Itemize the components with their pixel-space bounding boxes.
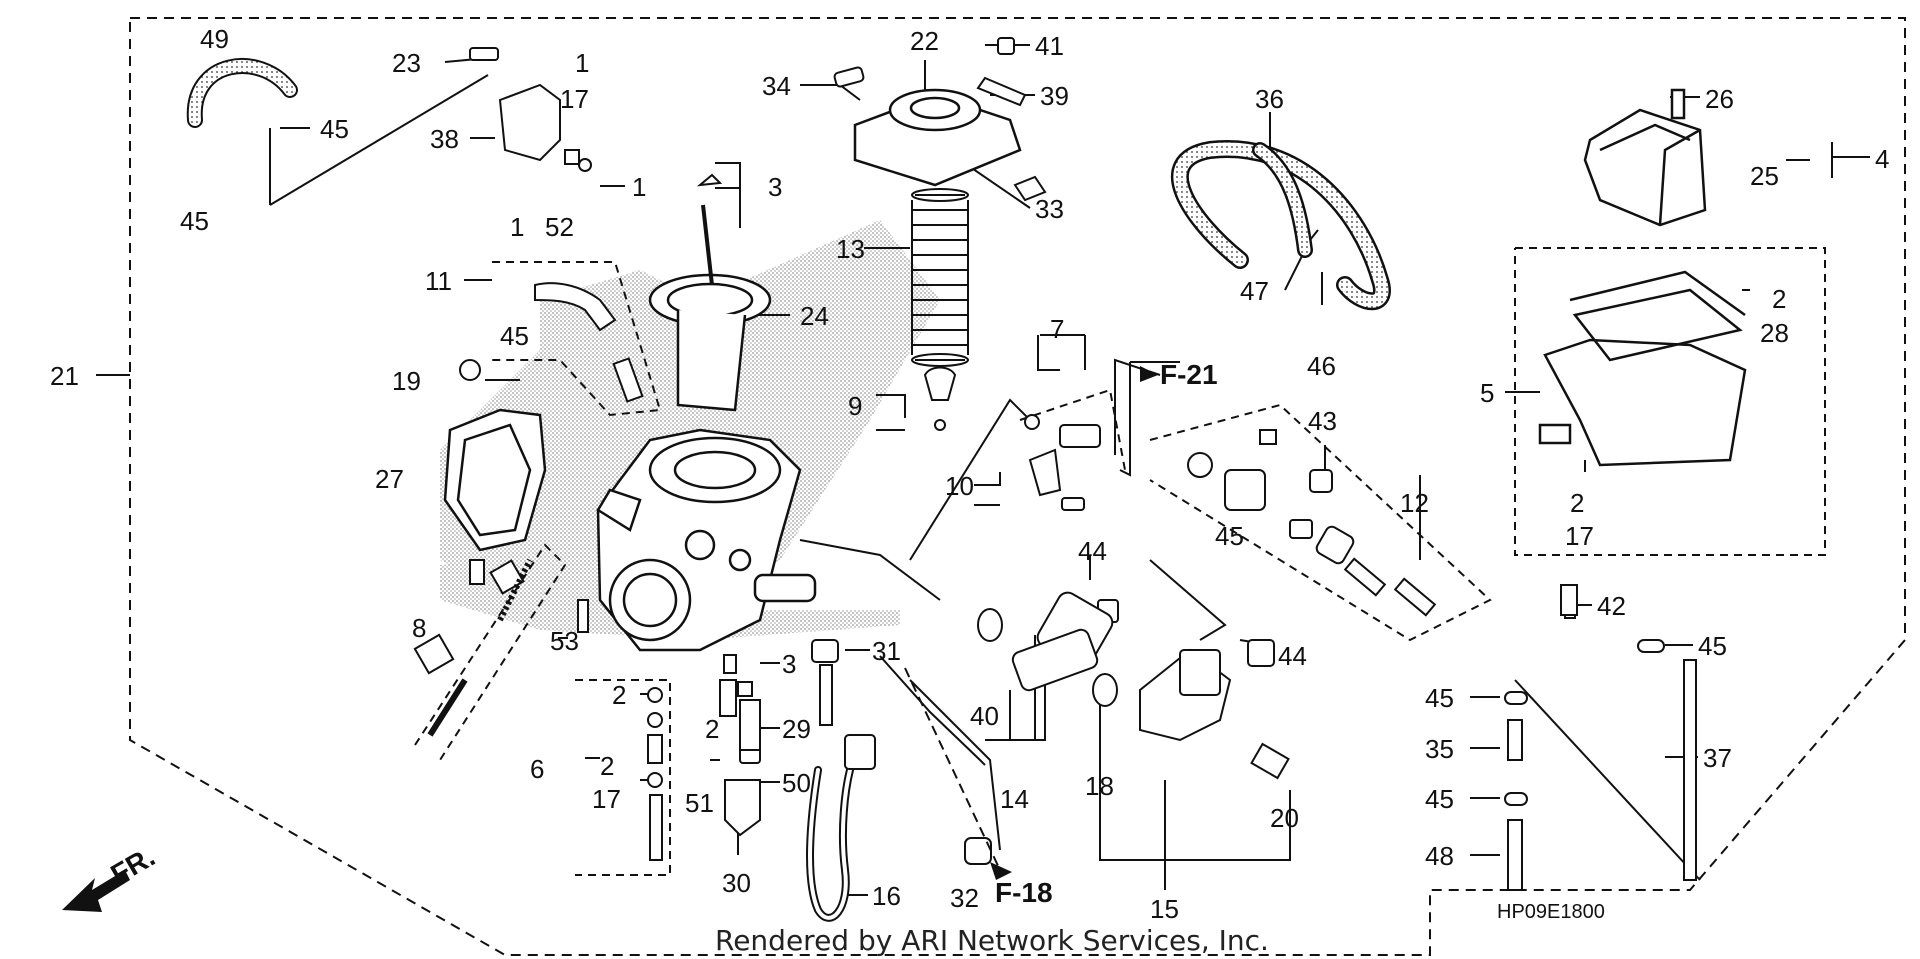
callout-25: 25	[1750, 161, 1779, 191]
callout-45g: 45	[1425, 784, 1454, 814]
callout-2d: 2	[705, 714, 719, 744]
callout-19: 19	[392, 366, 421, 396]
callout-12: 12	[1400, 488, 1429, 518]
callout-24: 24	[800, 301, 829, 331]
callout-46: 46	[1307, 351, 1336, 381]
callout-17b: 17	[1565, 521, 1594, 551]
small-parts	[413, 37, 1697, 891]
callout-43: 43	[1308, 406, 1337, 436]
connector-lines	[799, 361, 1701, 881]
float-bowl-5	[1538, 270, 1747, 467]
diaphragm-24	[648, 273, 772, 412]
callout-20: 20	[1270, 803, 1299, 833]
callout-44b: 44	[1278, 641, 1307, 671]
diagram-code: HP09E1800	[1497, 901, 1605, 923]
hose-49	[186, 58, 298, 128]
callout-8: 8	[412, 613, 426, 643]
valve-4	[1583, 88, 1707, 227]
callout-9: 9	[848, 391, 862, 421]
callout-44a: 44	[1078, 536, 1107, 566]
callout-17c: 17	[592, 784, 621, 814]
callout-28: 28	[1760, 318, 1789, 348]
callout-29: 29	[782, 714, 811, 744]
callout-26: 26	[1705, 84, 1734, 114]
callout-5: 5	[1480, 378, 1494, 408]
callout-45b: 45	[180, 206, 209, 236]
leader-lines	[96, 44, 1870, 896]
callout-3a: 3	[768, 172, 782, 202]
callout-1c: 1	[632, 172, 646, 202]
callout-42: 42	[1597, 591, 1626, 621]
callout-51: 51	[685, 788, 714, 818]
callout-27: 27	[375, 464, 404, 494]
callout-45d: 45	[1215, 521, 1244, 551]
callout-35: 35	[1425, 734, 1454, 764]
hose-36	[1171, 140, 1391, 311]
callout-14: 14	[1000, 784, 1029, 814]
callout-16: 16	[872, 881, 901, 911]
top-cover	[853, 88, 1022, 187]
ref-f21-label: F-21	[1160, 359, 1218, 390]
group-boxes	[414, 247, 1826, 876]
callout-30: 30	[722, 868, 751, 898]
callout-2a: 2	[1772, 284, 1786, 314]
callout-21: 21	[50, 361, 79, 391]
callout-33: 33	[1035, 194, 1064, 224]
callout-45f: 45	[1425, 683, 1454, 713]
callout-41: 41	[1035, 31, 1064, 61]
front-arrow: FR.	[62, 841, 160, 912]
callout-53: 53	[550, 626, 579, 656]
callout-52: 52	[545, 212, 574, 242]
callout-37: 37	[1703, 743, 1732, 773]
callout-49: 49	[200, 24, 229, 54]
reference-f21: F-21	[1114, 358, 1218, 455]
ref-f18-label: F-18	[995, 877, 1053, 908]
callout-1a: 1	[575, 48, 589, 78]
callout-2c: 2	[612, 680, 626, 710]
callout-13: 13	[836, 234, 865, 264]
callout-2b: 2	[1570, 488, 1584, 518]
callout-48: 48	[1425, 841, 1454, 871]
reference-f18: F-18	[904, 667, 1053, 908]
callout-23: 23	[392, 48, 421, 78]
callout-15: 15	[1150, 894, 1179, 924]
callout-7: 7	[1050, 314, 1064, 344]
carburetor-body	[596, 428, 817, 652]
callout-50: 50	[782, 768, 811, 798]
callout-4: 4	[1875, 144, 1889, 174]
callout-6: 6	[530, 754, 544, 784]
callout-1b: 1	[510, 212, 524, 242]
callout-10: 10	[945, 471, 974, 501]
callouts: 21 49 23 1 17 38 45 45 1 52 1 11 45 19 2…	[50, 24, 1889, 924]
callout-11: 11	[425, 266, 452, 296]
callout-45c: 45	[500, 321, 529, 351]
callout-36: 36	[1255, 84, 1284, 114]
callout-39: 39	[1040, 81, 1069, 111]
callout-31: 31	[872, 636, 901, 666]
callout-22: 22	[910, 26, 939, 56]
cover-27	[443, 408, 547, 552]
callout-18: 18	[1085, 771, 1114, 801]
callout-3b: 3	[782, 649, 796, 679]
callout-38: 38	[430, 124, 459, 154]
callout-47: 47	[1240, 276, 1269, 306]
callout-45a: 45	[320, 114, 349, 144]
hose-16	[806, 766, 854, 922]
callout-32: 32	[950, 883, 979, 913]
callout-40: 40	[970, 701, 999, 731]
callout-45e: 45	[1698, 631, 1727, 661]
callout-34: 34	[762, 71, 791, 101]
callout-17a: 17	[560, 84, 589, 114]
callout-2e: 2	[600, 751, 614, 781]
footer-credit: Rendered by ARI Network Services, Inc.	[715, 924, 1269, 957]
spring-13	[911, 188, 969, 367]
